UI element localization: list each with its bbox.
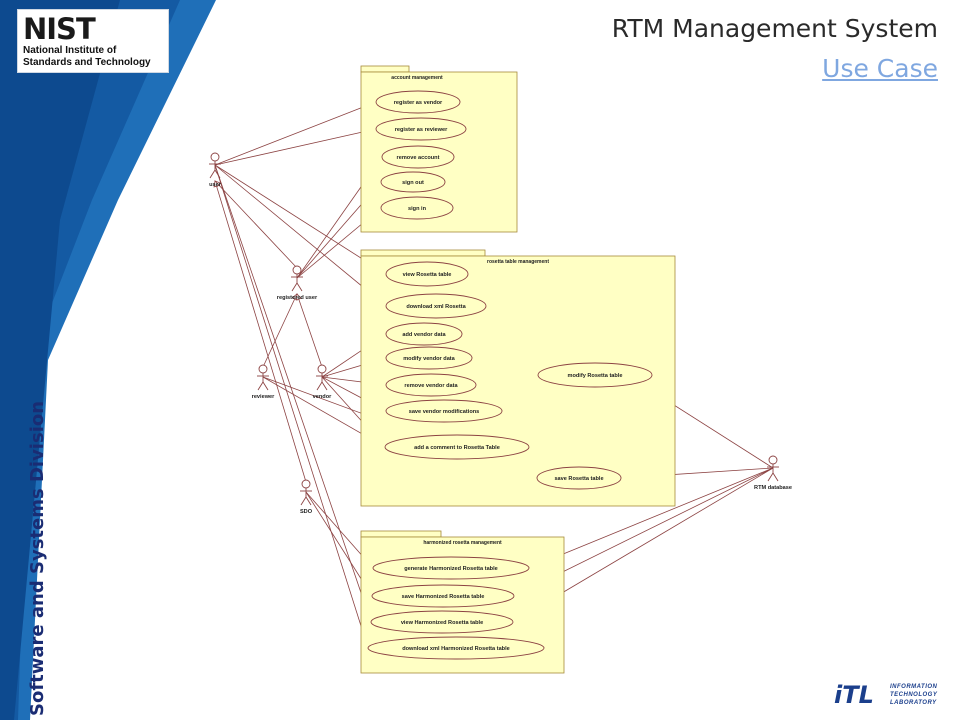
actor-label-sdo: SDO: [300, 509, 313, 515]
actor-label-rtmdb: RTM database: [754, 485, 792, 491]
association-user-download_harm: [214, 164, 369, 649]
use-case-label-view-rosetta: view Rosetta table: [403, 272, 452, 278]
package-tab-rosetta: [360, 249, 486, 257]
generalization-arrow-vendor: [295, 293, 302, 301]
use-case-view-harm: [370, 610, 514, 634]
generalization-reviewer-registered: [262, 293, 298, 368]
use-case-reg-vendor: [375, 90, 461, 114]
package-name-harmonized: harmonized rosetta management: [423, 540, 502, 546]
use-case-remove-account: [381, 145, 455, 169]
package-tab-harmonized: [360, 530, 442, 538]
association-user-view_rosetta: [214, 164, 387, 275]
actor-registered: [291, 265, 303, 292]
use-case-label-add-vendor: add vendor data: [402, 332, 446, 338]
package-tab-account: [360, 65, 410, 73]
nist-logo-line1: National Institute of: [23, 45, 117, 56]
use-case-gen-harm: [372, 556, 530, 580]
use-case-add-vendor: [385, 322, 463, 346]
nist-logo-line2: Standards and Technology: [23, 57, 151, 68]
use-case-label-save-rosetta: save Rosetta table: [554, 476, 603, 482]
use-case-save-mods: [385, 399, 503, 423]
nist-logo: NIST National Institute of Standards and…: [17, 9, 169, 73]
use-case-label-download-harm: download xml Harmonized Rosetta table: [402, 646, 510, 652]
association-user-view_harm: [214, 164, 372, 623]
use-case-remove-vendor: [385, 373, 477, 397]
use-case-modify-rosetta: [537, 362, 653, 388]
actor-rtmdb: [767, 455, 779, 482]
slide-title: RTM Management System: [611, 14, 938, 43]
association-user-reg_vendor: [214, 101, 377, 166]
use-case-link[interactable]: Use Case: [822, 54, 938, 83]
itl-logo-line3: LABORATORY: [890, 700, 937, 706]
package-name-account: account management: [391, 75, 443, 81]
itl-logo-line2: TECHNOLOGY: [890, 692, 938, 698]
nist-logo-mark: NIST: [23, 12, 96, 46]
actor-label-user: user: [209, 182, 222, 188]
use-case-label-reg-reviewer: register as reviewer: [395, 127, 448, 133]
use-case-view-rosetta: [385, 261, 469, 287]
use-case-label-remove-vendor: remove vendor data: [404, 383, 458, 389]
package-name-rosetta: rosetta table management: [487, 259, 549, 265]
use-case-label-reg-vendor: register as vendor: [394, 100, 443, 106]
use-case-label-remove-account: remove account: [397, 155, 440, 161]
generalization-vendor-registered: [296, 293, 323, 368]
use-case-label-view-harm: view Harmonized Rosetta table: [401, 620, 483, 626]
association-user-download_xml: [214, 164, 387, 307]
use-case-sign-in: [380, 196, 454, 220]
use-case-label-sign-in: sign in: [408, 206, 427, 212]
generalization-sdo-user: [214, 180, 307, 483]
use-case-download-harm: [367, 636, 545, 660]
use-case-reg-reviewer: [375, 117, 467, 141]
use-case-modify-vendor: [385, 346, 473, 370]
use-case-label-save-harm: save Harmonized Rosetta table: [402, 594, 485, 600]
actor-reviewer: [257, 364, 269, 391]
association-user-reg_reviewer: [214, 128, 377, 166]
actor-vendor: [316, 364, 328, 391]
use-case-sign-out: [380, 171, 446, 193]
actor-label-reviewer: reviewer: [252, 394, 276, 400]
association-gen_harm-rtmdb: [528, 467, 774, 569]
generalization-registered-user: [214, 180, 298, 269]
actor-label-vendor: vendor: [313, 394, 332, 400]
itl-logo-mark: iTL: [834, 681, 874, 709]
use-case-label-add-comment: add a comment to Rosetta Table: [414, 445, 500, 451]
use-case-download-xml: [385, 293, 487, 319]
use-case-label-modify-vendor: modify vendor data: [403, 356, 455, 362]
actor-user: [209, 152, 221, 179]
use-case-save-harm: [371, 584, 515, 608]
use-case-label-download-xml: download xml Rosetta: [406, 304, 466, 310]
use-case-add-comment: [384, 434, 530, 460]
actor-label-registered: registered user: [277, 295, 318, 301]
use-case-label-save-mods: save vendor modifications: [409, 409, 480, 415]
use-case-label-gen-harm: generate Harmonized Rosetta table: [404, 566, 498, 572]
generalization-arrow-sdo: [213, 180, 220, 188]
use-case-label-modify-rosetta: modify Rosetta table: [567, 373, 622, 379]
use-case-save-rosetta: [536, 466, 622, 490]
use-case-label-sign-out: sign out: [402, 180, 424, 186]
actor-sdo: [300, 479, 312, 506]
itl-logo-line1: INFORMATION: [890, 684, 938, 690]
